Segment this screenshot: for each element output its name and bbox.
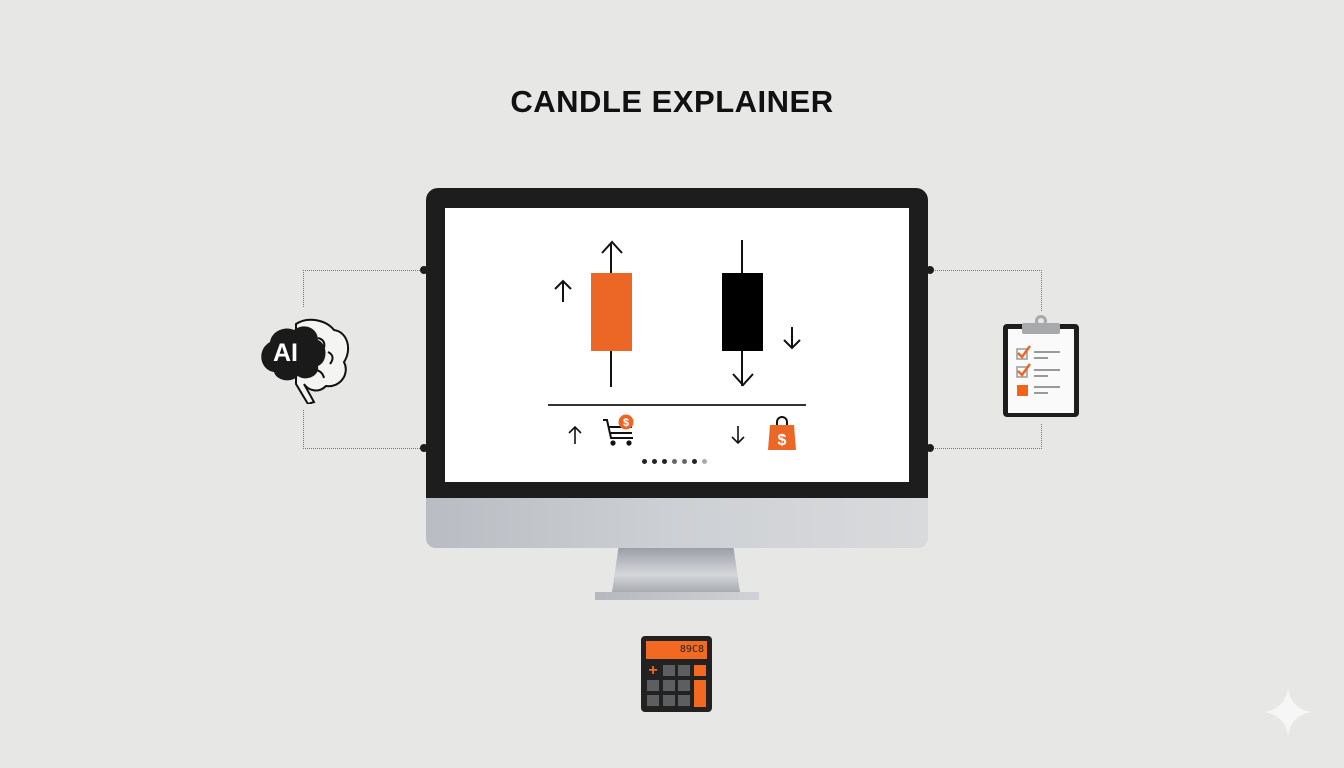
connector-right-bottom: [929, 424, 1042, 449]
monitor-chin: [426, 498, 928, 548]
svg-text:+: +: [648, 663, 657, 679]
arrow-up-icon: [601, 240, 623, 254]
connector-dot: [420, 266, 428, 274]
arrow-down-icon: [783, 327, 801, 350]
connector-right-top: [929, 270, 1042, 311]
connector-left-top: [303, 270, 426, 307]
arrow-down-icon: [731, 426, 745, 445]
page-title: CANDLE EXPLAINER: [510, 84, 834, 119]
page-dot[interactable]: [692, 459, 697, 464]
svg-text:$: $: [623, 417, 629, 429]
calculator-display: 89C8: [646, 641, 707, 659]
connector-dot: [420, 444, 428, 452]
page-dot[interactable]: [702, 459, 707, 464]
shopping-bag-dollar-icon: $: [768, 416, 796, 450]
sparkle-icon: [1264, 688, 1312, 736]
calculator-icon: 89C8 +: [641, 636, 712, 712]
clipboard-checklist-icon: [1003, 315, 1079, 417]
pagination-dots[interactable]: [642, 459, 707, 464]
arrow-down-icon: [732, 373, 754, 387]
arrow-up-icon: [568, 425, 582, 444]
bullish-candle: [590, 240, 634, 390]
monitor-base: [595, 592, 759, 600]
page-dot[interactable]: [682, 459, 687, 464]
page-dot[interactable]: [652, 459, 657, 464]
bearish-candle: [721, 240, 765, 390]
monitor-stand: [612, 548, 740, 592]
ai-label: AI: [273, 339, 298, 367]
arrow-up-icon: [554, 279, 572, 302]
shopping-cart-dollar-icon: $: [603, 414, 634, 446]
page-dot[interactable]: [672, 459, 677, 464]
ai-brain-icon: AI: [256, 318, 352, 404]
svg-text:$: $: [778, 432, 787, 449]
chart-baseline: [548, 404, 806, 406]
connector-dot: [926, 444, 934, 452]
page-dot[interactable]: [662, 459, 667, 464]
connector-left-bottom: [303, 410, 426, 449]
page-dot[interactable]: [642, 459, 647, 464]
monitor-screen: [445, 208, 909, 482]
connector-dot: [926, 266, 934, 274]
